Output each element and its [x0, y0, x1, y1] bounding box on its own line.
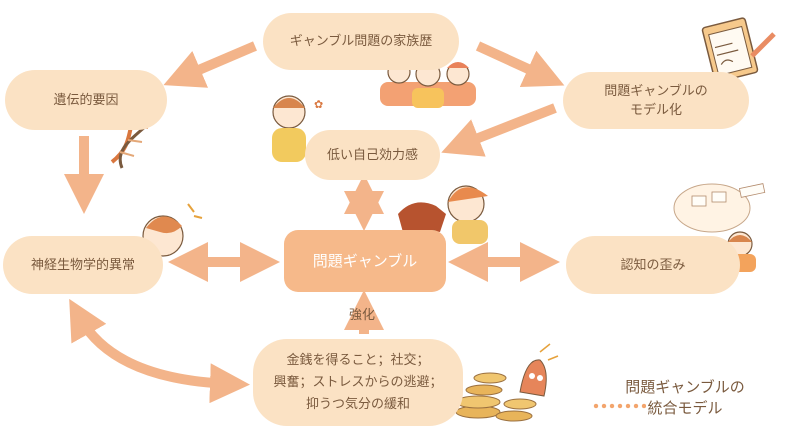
arrow-family-to-genetic [163, 41, 257, 88]
node-genetic-factors-label: 遺伝的要因 [53, 92, 119, 108]
node-modeling-label: 問題ギャンブルの モデル化 [604, 83, 708, 118]
arrows [64, 41, 565, 404]
arrow-family-to-modeling [475, 41, 565, 88]
node-modeling: 問題ギャンブルの モデル化 [563, 72, 749, 129]
worried-person-icon: ✿ [272, 95, 323, 162]
node-problem-gambling: 問題ギャンブル [284, 230, 446, 292]
figure-title: 問題ギャンブルの 統合モデル [625, 378, 745, 417]
node-neurobiological-label: 神経生物学的異常 [30, 257, 135, 273]
node-genetic-factors: 遺伝的要因 [5, 70, 167, 130]
node-rewards-label: 金銭を得ること；社交； 興奮；ストレスからの逃避； 抑うつ気分の緩和 [273, 352, 443, 412]
node-family-history-label: ギャンブル問題の家族歴 [289, 34, 433, 49]
node-rewards: 金銭を得ること；社交； 興奮；ストレスからの逃避； 抑うつ気分の緩和 [253, 339, 463, 426]
arrow-modeling-to-selfefficacy [441, 103, 557, 157]
node-problem-gambling-label: 問題ギャンブル [312, 251, 418, 270]
title-dotted-underline [592, 403, 646, 409]
arrow-neuro-rewards [69, 298, 250, 404]
node-low-self-efficacy: 低い自己効力感 [305, 130, 440, 180]
node-neurobiological: 神経生物学的異常 [3, 236, 163, 294]
node-family-history: ギャンブル問題の家族歴 [263, 13, 459, 70]
node-cognitive-distortion: 認知の歪み [566, 236, 740, 294]
edge-label-reinforcement: 強化 [348, 308, 375, 323]
thought-cloud-icon [673, 183, 766, 272]
clipboard-icon [701, 17, 776, 83]
node-cognitive-distortion-label: 認知の歪み [620, 257, 686, 273]
coins-icon [455, 343, 559, 422]
svg-text:✿: ✿ [314, 98, 323, 111]
node-low-self-efficacy-label: 低い自己効力感 [326, 147, 418, 163]
